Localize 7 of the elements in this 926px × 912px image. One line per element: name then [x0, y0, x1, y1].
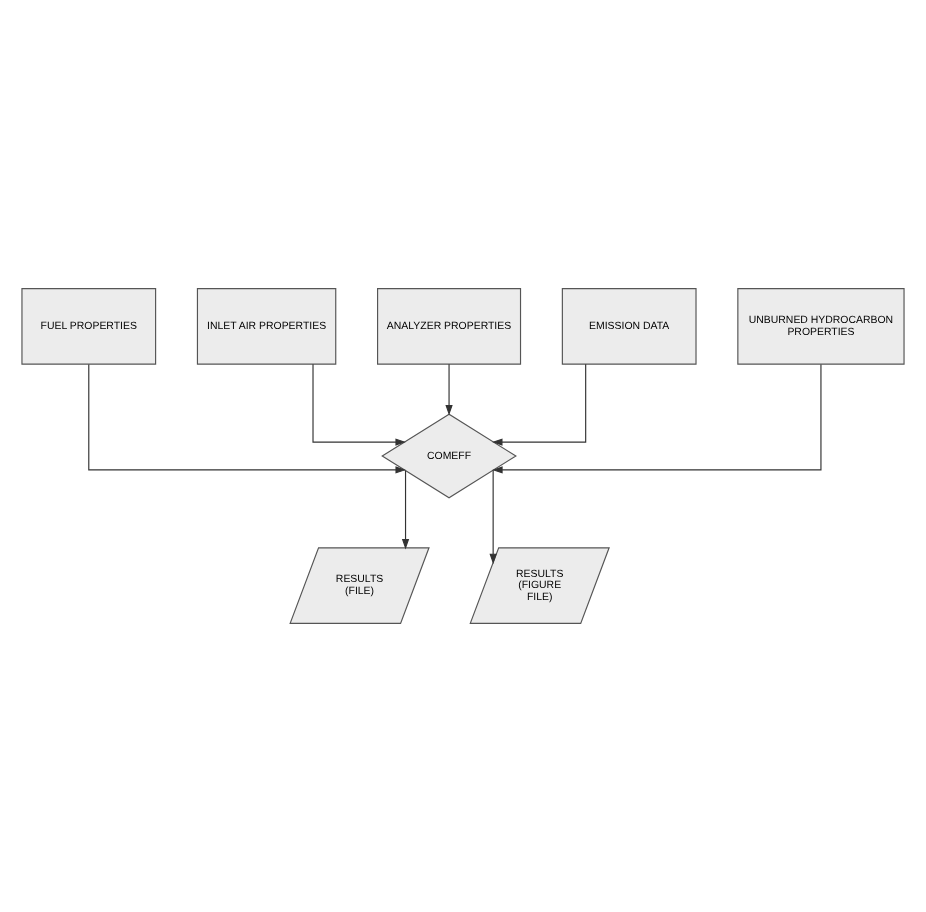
- arrow: [445, 363, 453, 416]
- arrow: [401, 470, 410, 550]
- arrow: [312, 363, 406, 446]
- arrow: [88, 363, 406, 474]
- arrow: [492, 363, 822, 474]
- arrow: [489, 469, 497, 565]
- arrow: [492, 363, 587, 446]
